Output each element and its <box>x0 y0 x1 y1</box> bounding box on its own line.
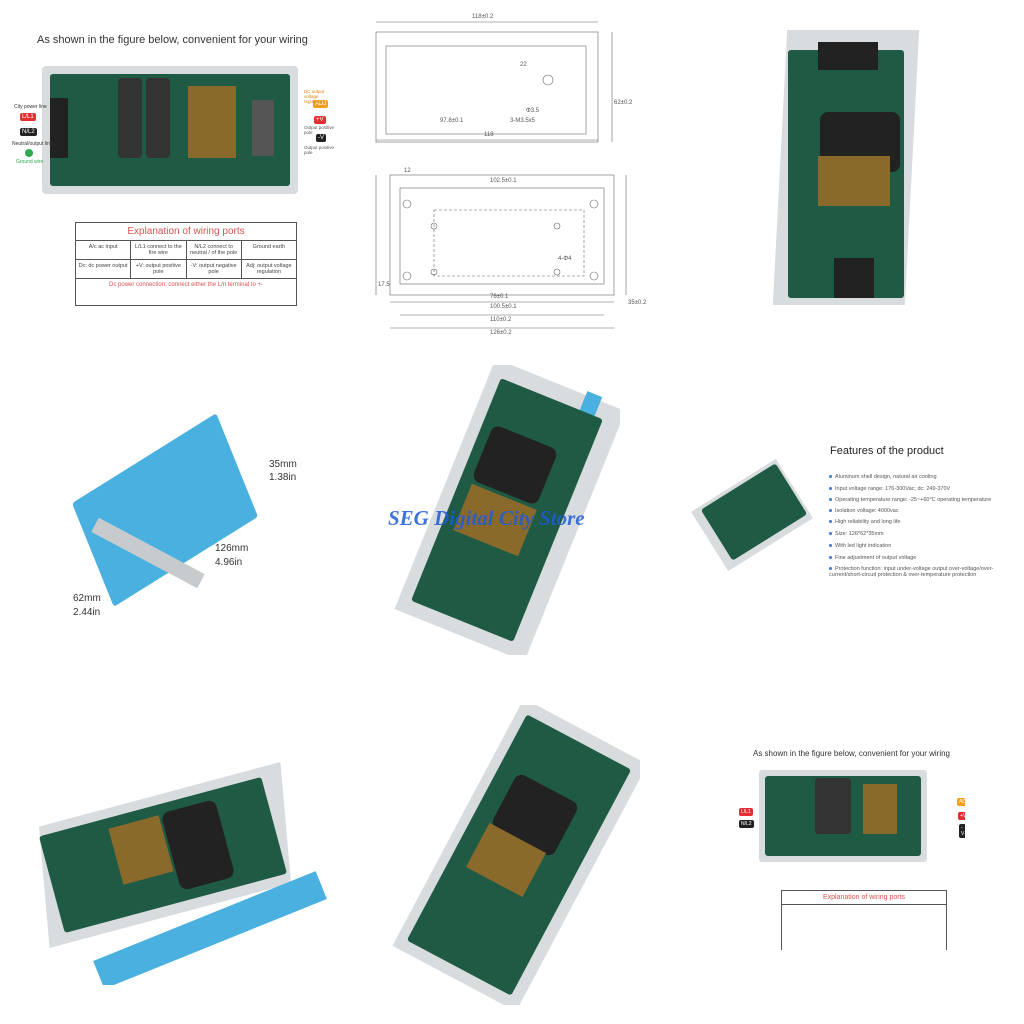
wiring-caption: As shown in the figure below, convenient… <box>37 34 308 46</box>
capacitor <box>146 78 170 158</box>
size-photo: 35mm 1.38in 126mm 4.96in 62mm 2.44in <box>50 395 320 635</box>
feature-item: Operating temperature range: -25~+60°C o… <box>829 497 991 503</box>
dim-label: 22 <box>520 62 527 68</box>
feature-item: Fine adjustment of output voltage <box>829 555 916 561</box>
table-cell: Dc: dc power output <box>76 260 132 278</box>
table-cell: Ground earth <box>252 244 286 250</box>
dim-label: 3-M3.5x5 <box>510 118 536 124</box>
dim-label: 100.5±0.1 <box>490 304 517 310</box>
watermark: SEG Digital City Store <box>388 506 585 530</box>
product-photo-bottom-center <box>390 705 640 1005</box>
feature-item: Protection function: input under-voltage… <box>829 566 994 578</box>
wiring-caption-small: As shown in the figure below, convenient… <box>753 749 950 758</box>
wiring-table: Explanation of wiring ports A/c ac input… <box>75 222 297 306</box>
feature-item: Isolation voltage: 4000vac <box>829 508 899 514</box>
dim-label: Φ3.5 <box>526 108 540 114</box>
transformer <box>863 784 897 834</box>
label-n2: N/L2 <box>739 820 754 828</box>
wiring-table-title: Explanation of wiring ports <box>782 891 946 905</box>
terminal-block <box>834 258 874 298</box>
dimension-drawing: 118±0.2 97.8±0.1 118 Φ3.5 3-M3.5x5 22 62… <box>360 10 650 340</box>
wiring-panel-small: As shown in the figure below, convenient… <box>725 740 965 950</box>
feature-item: Aluminum shell design, natural air cooli… <box>829 474 937 480</box>
table-row: Dc: dc power output +V: output positive … <box>76 260 296 279</box>
capacitor <box>118 78 142 158</box>
table-cell: Adj: output voltage regulation <box>246 263 292 275</box>
label-l1: L/L1 <box>739 808 753 816</box>
psu-shell-blue <box>71 413 259 607</box>
dim-label: 118 <box>484 132 494 138</box>
dim-label: 126±0.2 <box>490 330 512 336</box>
terminal-block <box>50 98 68 158</box>
product-photo-bottom-left <box>20 755 330 985</box>
psu-board <box>50 74 290 186</box>
label-adj: ADJ <box>313 100 329 108</box>
table-row: A/c ac input L/L1 connect to the fire wi… <box>76 241 296 260</box>
label-minus-v: -V <box>959 824 965 838</box>
label-l1: L/L1 <box>20 113 36 121</box>
label-minus-note: Output positive pole <box>304 145 335 155</box>
features-title: Features of the product <box>830 445 944 457</box>
label-width-in: 2.44in <box>73 607 101 618</box>
label-plus-v: +V <box>958 812 965 820</box>
feature-item: Input voltage range: 176-300Vac; dc: 249… <box>829 486 950 492</box>
dim-label: 35±0.2 <box>628 300 647 306</box>
label-city-power: City power line <box>14 104 47 110</box>
feature-item: Size: 126*62*35mm <box>829 531 884 537</box>
table-cell: A/c ac input <box>76 241 132 259</box>
label-plus-note: Output positive pole <box>304 125 335 135</box>
transformer <box>188 86 236 158</box>
wiring-table-title: Explanation of wiring ports <box>76 223 296 241</box>
dim-label: 4-Φ4 <box>558 256 572 262</box>
output-terminal <box>252 100 274 156</box>
dim-label: 76±0.1 <box>490 294 509 300</box>
wiring-panel: As shown in the figure below, convenient… <box>0 0 340 330</box>
dim-label: 62±0.2 <box>614 100 633 106</box>
wiring-table-small: Explanation of wiring ports <box>781 890 947 950</box>
label-width-mm: 62mm <box>73 593 101 604</box>
label-length-mm: 126mm <box>215 543 249 554</box>
label-n2: N/L2 <box>20 128 37 136</box>
feature-item: High reliability and long life <box>829 519 900 525</box>
table-cell: -V: output negative pole <box>187 260 242 278</box>
label-adj-note: DC output voltage regulation <box>304 89 325 104</box>
capacitor <box>815 778 851 834</box>
label-neutral: Neutral/output line <box>12 141 53 147</box>
dim-label: 17.5 <box>378 282 390 288</box>
dim-label: 102.5±0.1 <box>490 178 517 184</box>
label-length-in: 4.96in <box>215 557 243 568</box>
terminal-block <box>818 42 878 70</box>
wiring-table-footer: Dc power connection: connect either the … <box>109 282 263 288</box>
label-height-in: 1.38in <box>269 472 297 483</box>
transformer <box>818 156 890 206</box>
product-photo-top <box>770 30 920 310</box>
drawing-lines <box>375 21 627 329</box>
label-height-mm: 35mm <box>269 459 297 470</box>
label-plus-v: +V <box>314 116 326 124</box>
dim-label: 110±0.2 <box>490 317 512 323</box>
table-cell: +V: output positive pole <box>131 260 187 278</box>
dim-label: 12 <box>404 168 411 174</box>
label-minus-v: -V <box>316 134 326 142</box>
label-adj: ADJ <box>957 798 965 806</box>
feature-item: With led light indication <box>829 543 891 549</box>
table-cell: N/L2 connect to neutral / of the pole <box>187 241 242 259</box>
dim-label: 118±0.2 <box>472 14 494 20</box>
ground-icon <box>25 149 33 157</box>
label-ground: Ground wire <box>16 159 44 165</box>
dim-label: 97.8±0.1 <box>440 118 464 124</box>
table-cell: L/L1 connect to the fire wire <box>131 241 187 259</box>
